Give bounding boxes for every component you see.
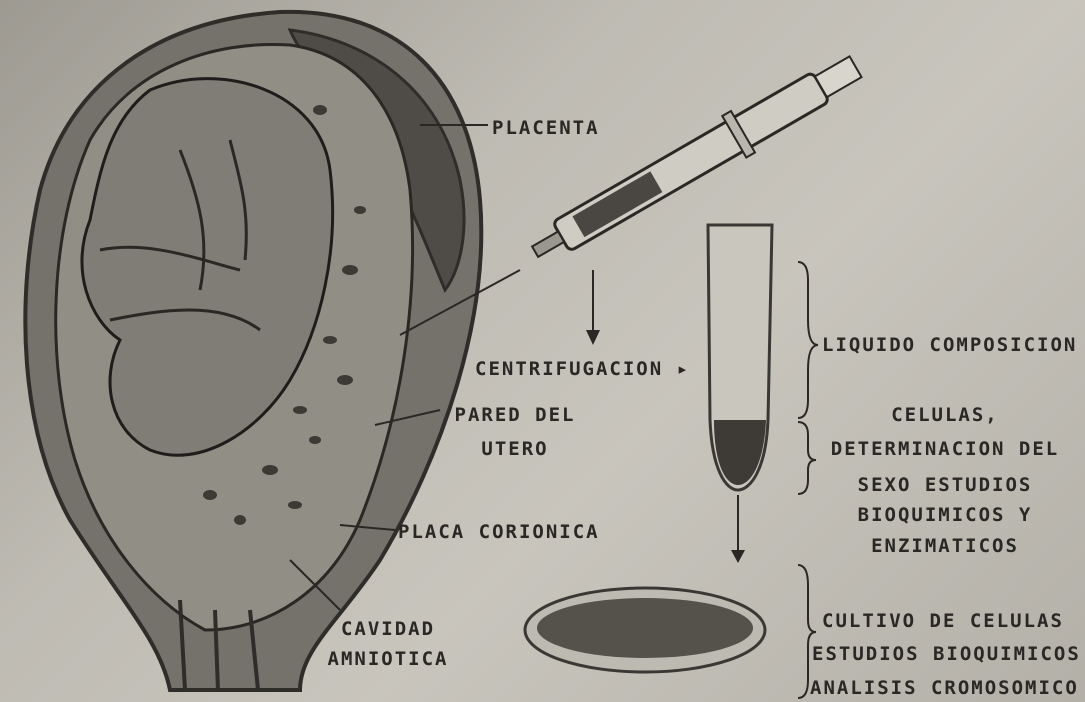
label-cultivo-3: ANALISIS CROMOSOMICO xyxy=(810,679,1079,698)
label-cultivo-1: CULTIVO DE CELULAS xyxy=(822,612,1064,631)
label-celulas-1: CELULAS, xyxy=(820,406,1070,425)
label-pared-2: UTERO xyxy=(440,440,590,459)
label-cultivo-2: ESTUDIOS BIOQUIMICOS xyxy=(812,645,1081,664)
label-placa: PLACA CORIONICA xyxy=(398,523,600,542)
brace-cells xyxy=(798,422,816,494)
arrow-culture-head xyxy=(731,550,745,563)
label-celulas-4: BIOQUIMICOS Y xyxy=(820,506,1070,525)
label-cavidad-1: CAVIDAD xyxy=(318,620,458,639)
label-pared-1: PARED DEL xyxy=(440,406,590,425)
label-celulas-2: DETERMINACION DEL xyxy=(820,440,1070,459)
label-placenta: PLACENTA xyxy=(492,119,600,138)
petri-culture xyxy=(537,598,753,658)
arrow-centrifuge-head xyxy=(586,330,600,345)
brace-liquid xyxy=(798,262,818,418)
label-cavidad-2: AMNIOTICA xyxy=(318,650,458,669)
label-celulas-3: SEXO ESTUDIOS xyxy=(820,476,1070,495)
label-liquido: LIQUIDO COMPOSICION xyxy=(822,336,1077,355)
label-celulas-5: ENZIMATICOS xyxy=(820,537,1070,556)
syringe xyxy=(523,46,867,273)
label-centrifugacion: CENTRIFUGACION ▸ xyxy=(475,360,690,379)
